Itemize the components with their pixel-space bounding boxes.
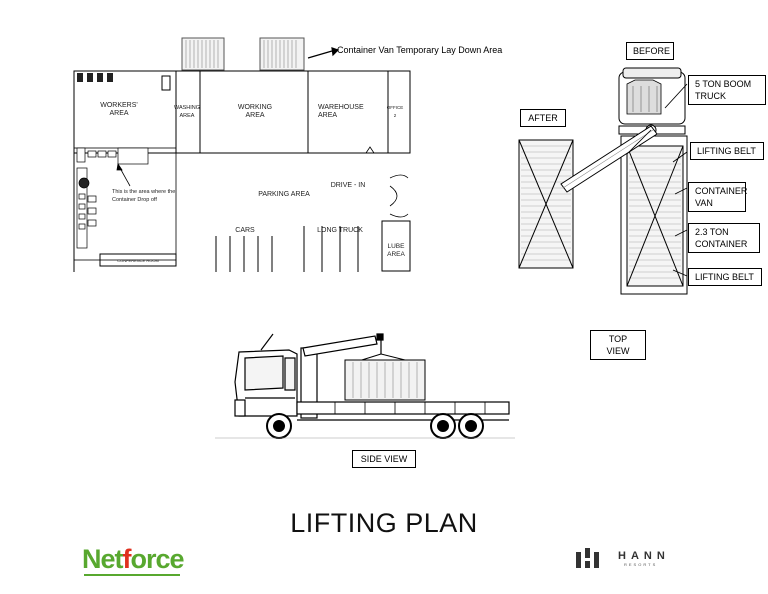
site-map bbox=[73, 37, 411, 272]
side-view-label: SIDE VIEW bbox=[352, 450, 416, 468]
boom-truck-label: 5 TON BOOM TRUCK bbox=[688, 75, 766, 105]
lifting-belt-top-label: LIFTING BELT bbox=[690, 142, 764, 160]
after-label: AFTER bbox=[520, 109, 566, 127]
hann-wordmark: HANN bbox=[618, 550, 670, 562]
container-weight-label: 2.3 TON CONTAINER bbox=[688, 223, 760, 253]
netforce-logo: Netforce bbox=[82, 544, 185, 575]
container-van-label: CONTAINER VAN bbox=[688, 182, 747, 212]
lay-down-arrow bbox=[307, 47, 340, 59]
top-view-label: TOP VIEW bbox=[590, 330, 646, 360]
page-title: LIFTING PLAN bbox=[290, 508, 478, 538]
container-after bbox=[518, 139, 574, 269]
drive-in-label: DRIVE - IN bbox=[330, 182, 366, 189]
drop-off-note: This is the area where the Container Dro… bbox=[112, 189, 176, 203]
hann-mark-icon bbox=[576, 548, 599, 568]
hann-logo: HANN RESORTS bbox=[574, 546, 704, 572]
conference-label: CONFERENCE ROOM bbox=[117, 258, 159, 263]
top-view-diagram bbox=[518, 67, 688, 295]
truck-wheels bbox=[266, 413, 484, 439]
workers-area-label: WORKERS' AREA bbox=[100, 102, 138, 117]
lay-down-area-label: Container Van Temporary Lay Down Area bbox=[337, 45, 503, 55]
office-label: OFFICE 2 bbox=[386, 105, 404, 118]
long-truck-label: LONG TRUCK bbox=[317, 227, 363, 234]
truck-cab bbox=[234, 333, 298, 417]
parking-lines bbox=[215, 226, 359, 272]
crane-column bbox=[300, 333, 384, 419]
side-view-truck bbox=[215, 333, 515, 439]
hann-subtext: RESORTS bbox=[624, 562, 658, 567]
boom-truck bbox=[618, 67, 686, 136]
warehouse-area-label: WAREHOUSE AREA bbox=[318, 104, 364, 119]
parking-area-label: PARKING AREA bbox=[258, 191, 310, 198]
crane-boom bbox=[560, 125, 658, 193]
lube-area-label: LUBE AREA bbox=[387, 243, 405, 258]
netforce-logo-part-a: Net bbox=[82, 544, 124, 574]
before-label: BEFORE bbox=[626, 42, 674, 60]
cars-label: CARS bbox=[235, 227, 255, 234]
container-van-2 bbox=[259, 37, 305, 71]
netforce-logo-part-c: orce bbox=[130, 544, 185, 574]
netforce-logo-part-b: f bbox=[122, 544, 132, 574]
container-before bbox=[620, 135, 688, 295]
suspended-container bbox=[344, 353, 426, 401]
lifting-belt-bottom-label: LIFTING BELT bbox=[688, 268, 762, 286]
netforce-underline bbox=[84, 574, 180, 576]
washing-area-label: WASHING AREA bbox=[173, 105, 201, 119]
toilets bbox=[77, 73, 171, 91]
container-van-1 bbox=[181, 37, 225, 71]
working-area-label: WORKING AREA bbox=[237, 104, 273, 119]
office-furniture bbox=[76, 147, 149, 249]
